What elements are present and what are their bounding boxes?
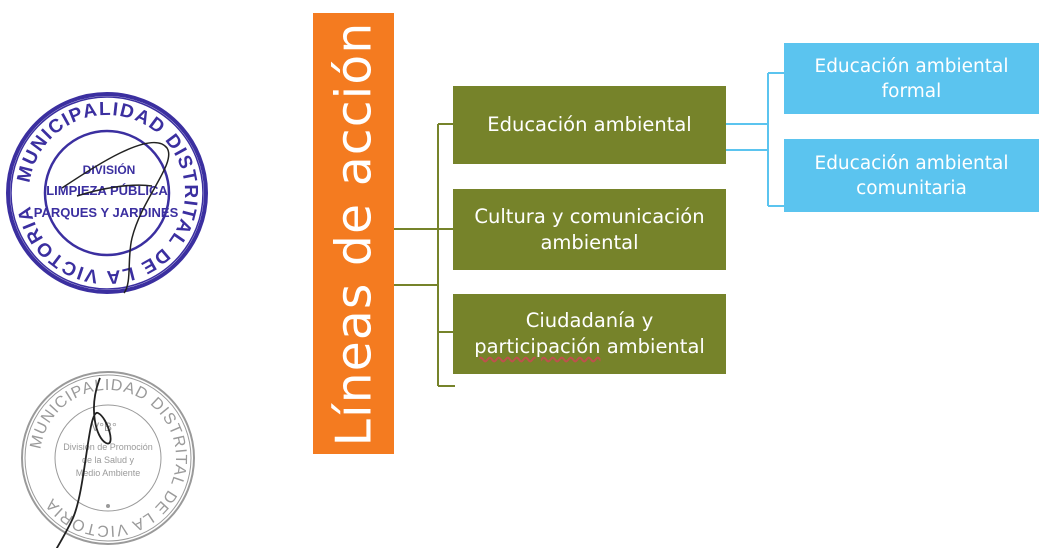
branch-label-line1: Ciudadanía y (525, 309, 654, 332)
seal-bottom: MUNICIPALIDAD DISTRITAL DE LA VICTORIA V… (21, 371, 195, 548)
branch-label-line1: Cultura y comunicación (474, 204, 705, 228)
branch-cultura-comunicacion: Cultura y comunicación ambiental (453, 189, 726, 270)
branch-ciudadania-participacion: Ciudadanía y participación ambiental (453, 294, 726, 374)
seal-bottom-line4: Medio Ambiente (76, 468, 141, 478)
title-box: Líneas de acción (313, 13, 394, 454)
seal-top: MUNICIPALIDAD DISTRITAL DE LA VICTORIA D… (6, 92, 208, 294)
seal-bottom-line3: de la Salud y (82, 455, 135, 465)
seal-top-signature (61, 141, 170, 294)
branch-label: Educación ambiental (487, 113, 692, 136)
sub-branch-comunitaria: Educación ambiental comunitaria (784, 139, 1039, 212)
seal-top-line3: PARQUES Y JARDINES (34, 205, 179, 220)
sub-branch-line2: comunitaria (856, 177, 967, 199)
diagram-title: Líneas de acción (325, 21, 382, 446)
seal-bottom-line2: División de Promoción (63, 442, 153, 452)
sub-branch-formal: Educación ambiental formal (784, 43, 1039, 114)
sub-branch-line1: Educación ambiental (814, 55, 1009, 77)
branch-label-line2b: ambiental (600, 335, 705, 358)
branch-label-line2a: participación (474, 335, 601, 358)
seal-bottom-signature (55, 377, 112, 548)
sub-branch-line2: formal (881, 80, 942, 102)
branch-label-line2: ambiental (540, 230, 639, 254)
branch-educacion-ambiental: Educación ambiental (453, 86, 726, 164)
seal-top-line2: LIMPIEZA PÚBLICA (46, 183, 168, 198)
sub-branch-line1: Educación ambiental (814, 152, 1009, 174)
